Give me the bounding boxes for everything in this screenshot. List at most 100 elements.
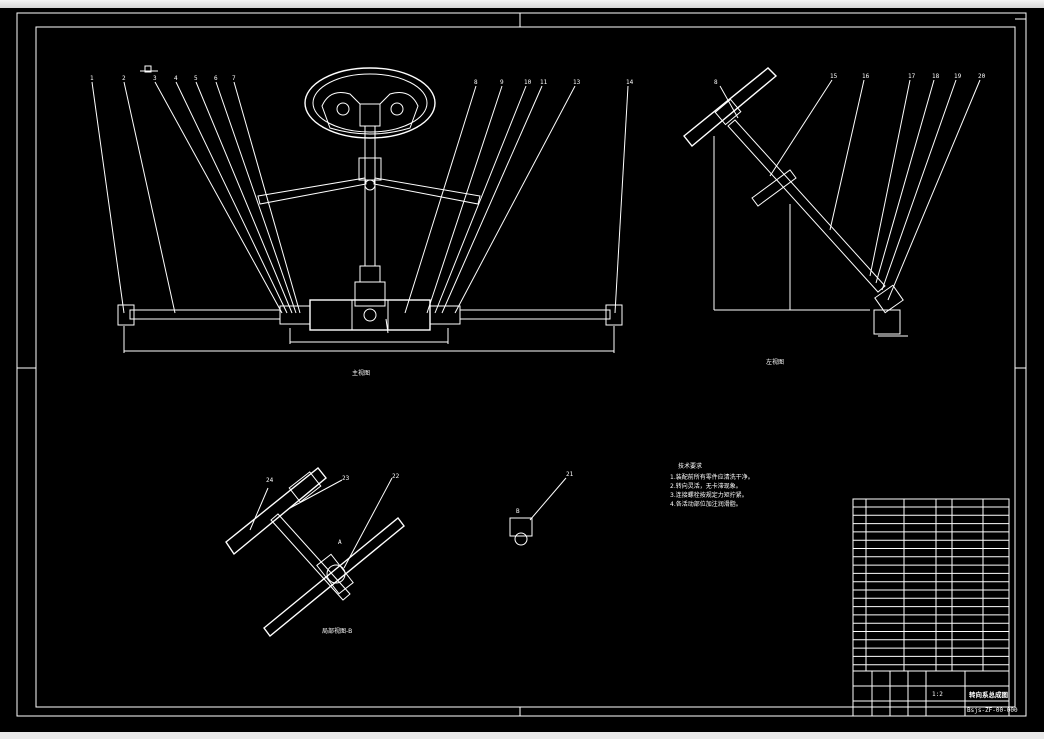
tech-req-item: 3.连接螺栓按规定力矩拧紧。 bbox=[670, 491, 748, 499]
leader-line bbox=[343, 477, 393, 569]
pinion-housing bbox=[351, 299, 389, 331]
leader-line bbox=[215, 81, 297, 314]
side-steering-wheel bbox=[683, 67, 778, 147]
technical-requirements: 技术要求 1.装配前所有零件应清洗干净。 2.转向灵活，无卡滞现象。 3.连接螺… bbox=[670, 462, 754, 508]
steering-column bbox=[364, 125, 376, 267]
balloon-label: 8 bbox=[714, 79, 718, 86]
leader-line bbox=[875, 79, 935, 284]
balloon-label: 15 bbox=[830, 73, 838, 80]
detail-shaft bbox=[225, 467, 327, 556]
pinion bbox=[363, 308, 377, 322]
leader-line bbox=[441, 85, 543, 314]
detail-coupling bbox=[288, 471, 322, 503]
gear-housing-top bbox=[354, 281, 386, 307]
handle-arm-right bbox=[373, 177, 481, 205]
balloon-label: 13 bbox=[573, 79, 581, 86]
rack-housing bbox=[309, 299, 431, 331]
steering-wheel-inner bbox=[312, 73, 428, 133]
ball-joint-right bbox=[429, 305, 461, 325]
drawing-number: Bsjs-ZF-00-000 bbox=[967, 707, 1018, 714]
leader-line bbox=[91, 81, 125, 314]
balloon-label: 21 bbox=[566, 471, 574, 478]
handle-arm-left bbox=[257, 177, 367, 205]
tech-req-item: 1.装配前所有零件应清洗干净。 bbox=[670, 473, 754, 481]
balloon-label: 17 bbox=[908, 73, 916, 80]
balloon-label: 5 bbox=[194, 75, 198, 82]
parts-table-border bbox=[852, 498, 1010, 672]
side-column bbox=[727, 119, 886, 293]
lower-joint bbox=[359, 265, 381, 283]
title-block-border bbox=[852, 670, 1010, 717]
steering-wheel-rim bbox=[304, 67, 436, 139]
leader-line bbox=[454, 85, 576, 314]
column-clamp bbox=[364, 179, 376, 191]
detail-view: 24 23 22 A 局部视图-B 21 B bbox=[225, 467, 574, 638]
leader-line bbox=[123, 81, 176, 314]
balloon-label: 8 bbox=[474, 79, 478, 86]
balloon-label: 6 bbox=[214, 75, 218, 82]
side-view-caption: 左视图 bbox=[766, 358, 784, 366]
leader-line bbox=[175, 81, 288, 314]
side-hub bbox=[714, 98, 742, 126]
cad-drawing-canvas[interactable]: 主视图 1 2 3 4 5 6 7 8 9 10 11 13 14 bbox=[0, 8, 1044, 732]
balloon-label: 23 bbox=[342, 475, 350, 482]
status-strip bbox=[0, 732, 1044, 739]
leader-line bbox=[869, 79, 911, 277]
tie-rod-left bbox=[129, 309, 281, 320]
leader-line bbox=[719, 85, 739, 119]
part-31-caption: B bbox=[516, 508, 520, 515]
balloon-label: 7 bbox=[232, 75, 236, 82]
drawing-scale: 1:2 bbox=[932, 691, 943, 698]
balloon-label: 11 bbox=[540, 79, 548, 86]
title-block: 转向系总成图 Bsjs-ZF-00-000 1:2 bbox=[852, 670, 1018, 717]
drawing-title: 转向系总成图 bbox=[969, 690, 1009, 699]
tech-req-title: 技术要求 bbox=[678, 462, 702, 470]
leader-line bbox=[404, 85, 477, 314]
dim-top-box bbox=[144, 65, 152, 73]
part-31-hole bbox=[514, 532, 528, 546]
detail-mark: A bbox=[338, 539, 342, 546]
detail-column bbox=[270, 513, 351, 601]
balloon-label: 1 bbox=[90, 75, 94, 82]
drawing-frame bbox=[35, 26, 1016, 708]
leader-line bbox=[769, 79, 833, 177]
hub-bolt bbox=[390, 102, 404, 116]
sheet-outer-border bbox=[16, 12, 1027, 717]
tie-rod-right bbox=[459, 309, 611, 320]
balloon-label: 18 bbox=[932, 73, 940, 80]
leader-line bbox=[881, 79, 957, 291]
hub-bolt bbox=[336, 102, 350, 116]
balloon-label: 19 bbox=[954, 73, 962, 80]
tie-rod-end-left bbox=[117, 304, 135, 326]
tie-rod-end-right bbox=[605, 304, 623, 326]
balloon-label: 4 bbox=[174, 75, 178, 82]
detail-clamp bbox=[326, 564, 346, 584]
tech-req-item: 2.转向灵活，无卡滞现象。 bbox=[670, 482, 742, 490]
balloon-label: 2 bbox=[122, 75, 126, 82]
leader-line bbox=[614, 85, 629, 314]
leader-line bbox=[426, 85, 503, 314]
balloon-label: 16 bbox=[862, 73, 870, 80]
side-gear-box bbox=[873, 309, 901, 335]
balloon-label: 22 bbox=[392, 473, 400, 480]
side-handle bbox=[751, 169, 797, 207]
leader-line bbox=[887, 79, 981, 301]
leader-line bbox=[233, 81, 301, 314]
leader-line bbox=[289, 479, 343, 509]
parts-list bbox=[852, 498, 1010, 672]
balloon-label: 10 bbox=[524, 79, 532, 86]
leader-line bbox=[249, 487, 269, 531]
balloon-label: 3 bbox=[153, 75, 157, 82]
pinion-pin bbox=[385, 318, 389, 334]
hub-center bbox=[359, 103, 381, 127]
steering-wheel-hub bbox=[321, 92, 419, 135]
part-31-body bbox=[509, 517, 533, 537]
leader-line bbox=[195, 81, 293, 314]
leader-line bbox=[829, 79, 865, 231]
detail-view-caption: 局部视图-B bbox=[322, 627, 352, 635]
tech-req-item: 4.各活动部位加注润滑脂。 bbox=[670, 500, 742, 508]
side-joint bbox=[874, 284, 904, 314]
column-joint bbox=[358, 157, 382, 181]
side-view: 左视图 8 15 16 17 18 19 20 bbox=[683, 67, 986, 366]
balloon-label: 9 bbox=[500, 79, 504, 86]
